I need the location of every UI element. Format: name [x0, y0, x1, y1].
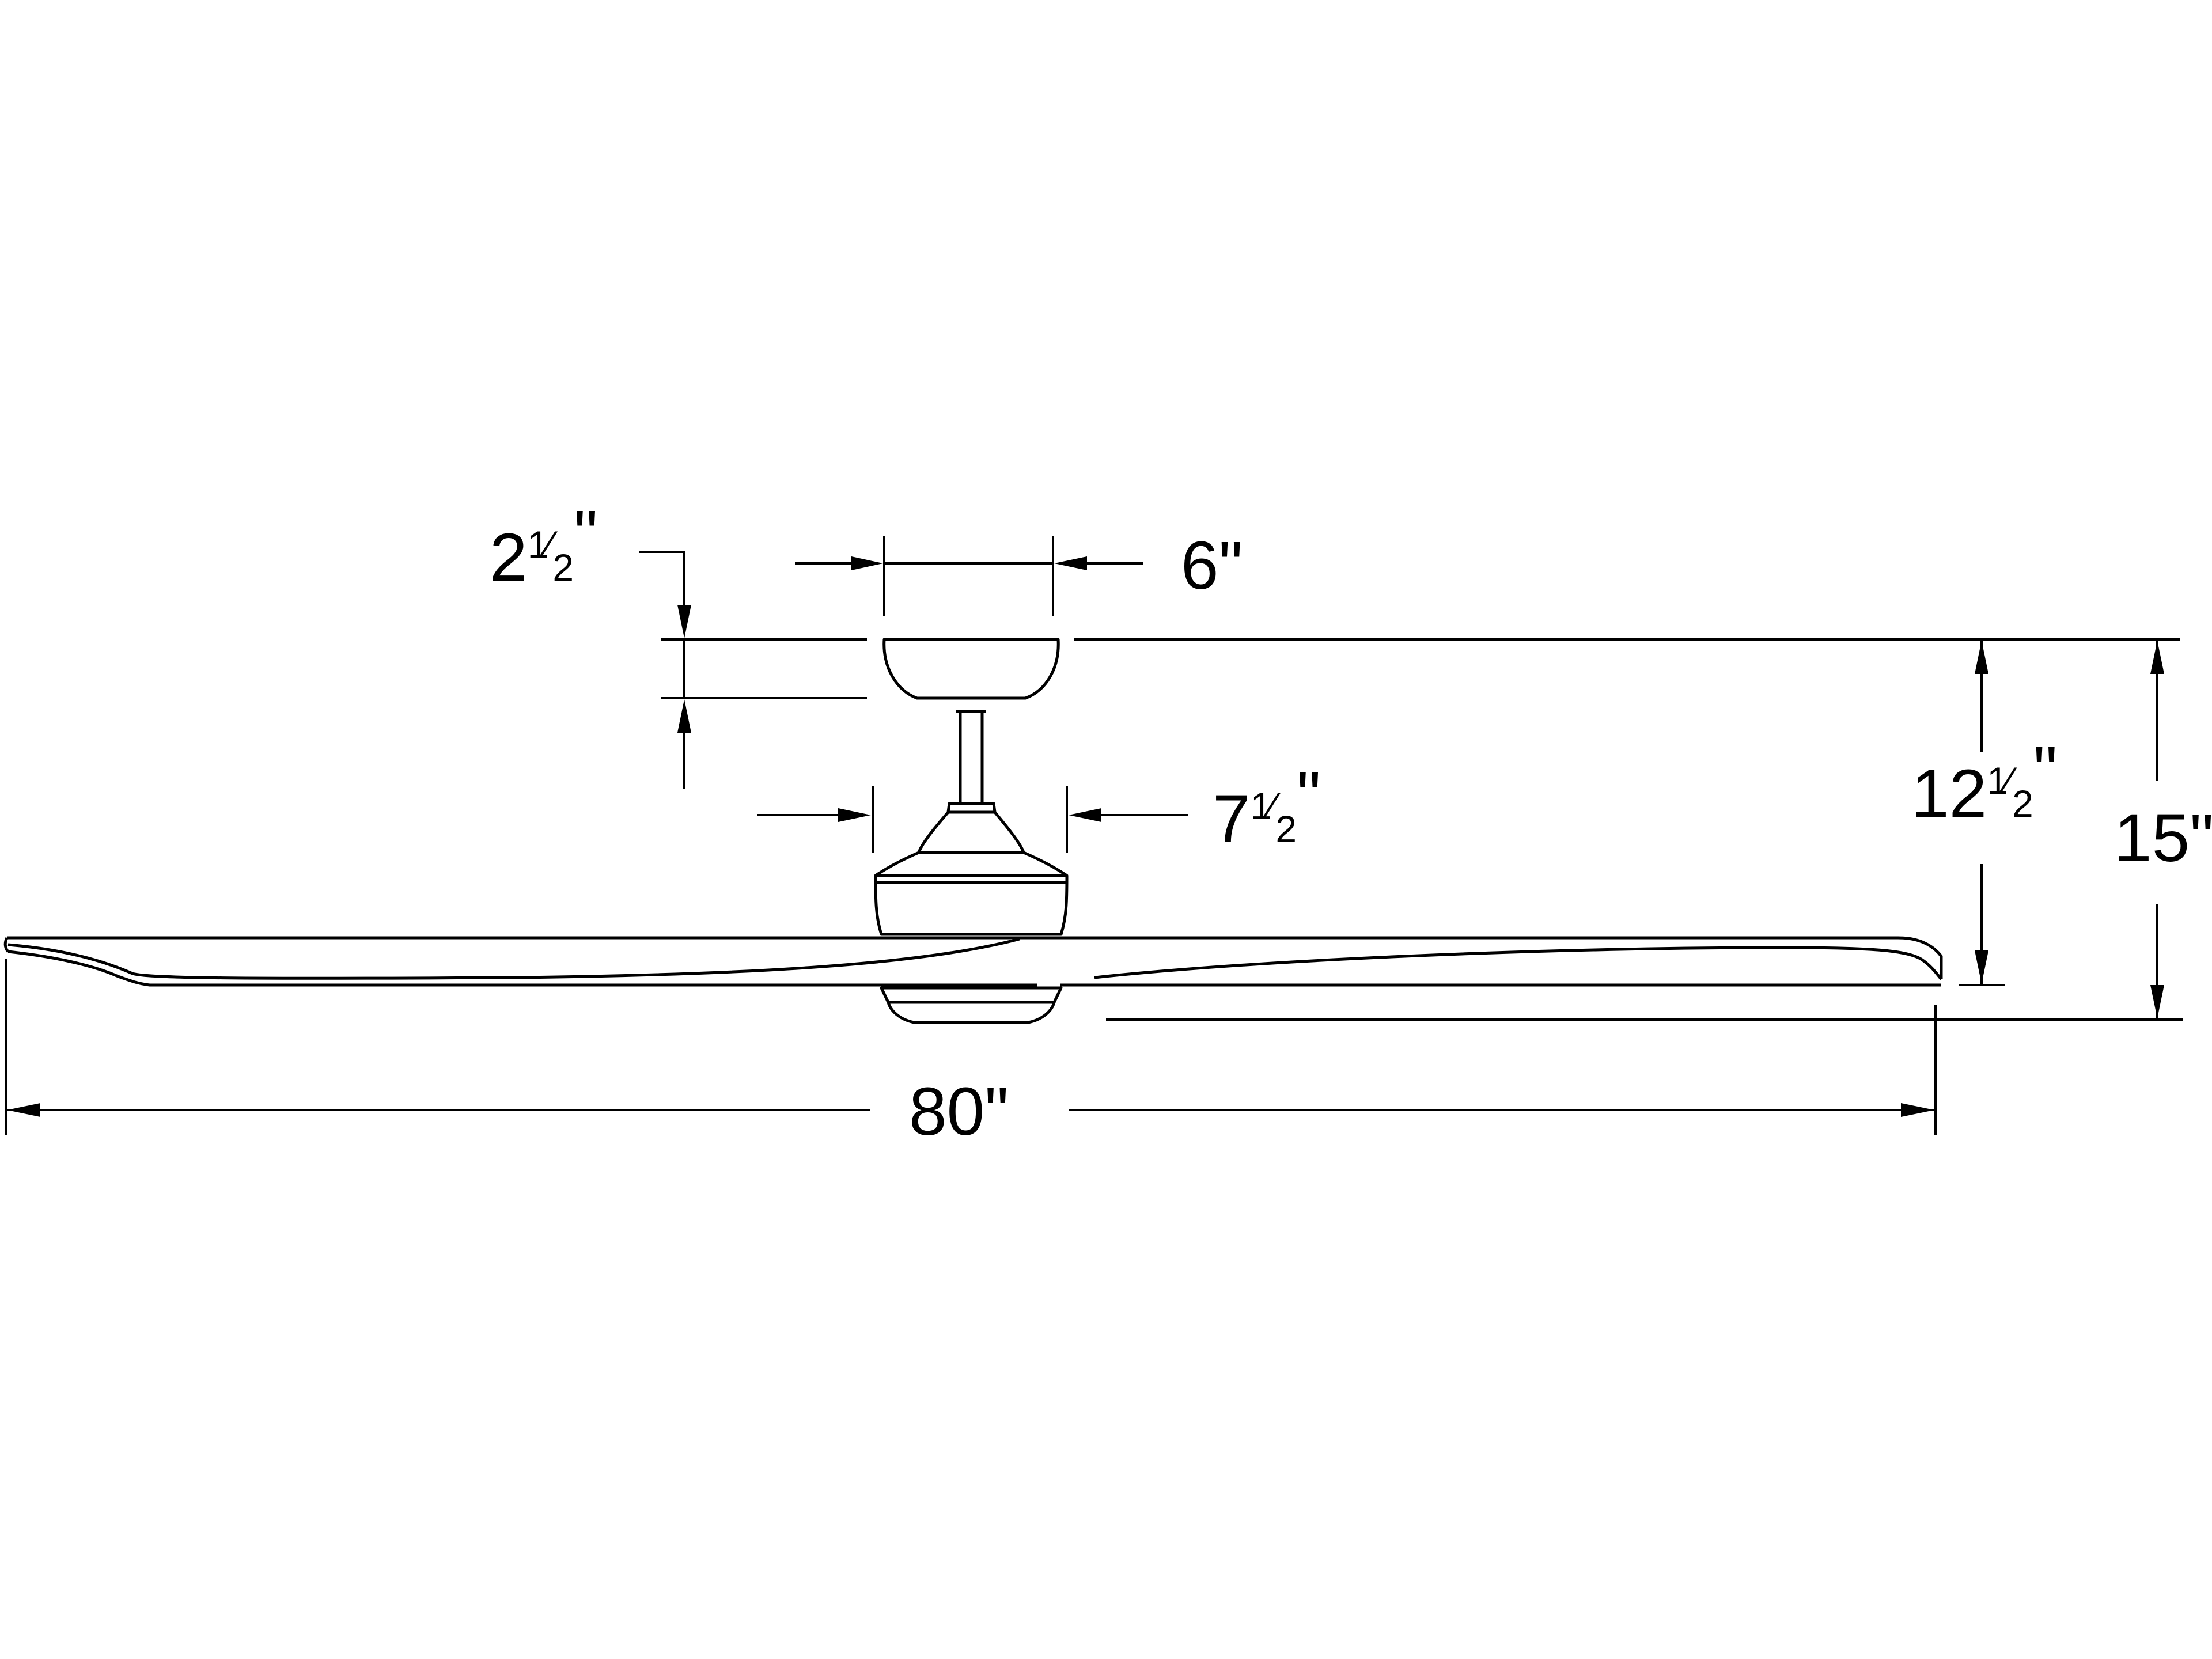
motor-width-label: 71⁄2" — [1213, 758, 1321, 857]
dimension-lines — [5, 536, 2183, 1135]
canopy-width-label: 6" — [1181, 528, 1243, 604]
canopy-height-dimension — [639, 551, 867, 789]
height-to-blade-label: 121⁄2" — [1911, 733, 2058, 832]
blade-span-label: 80" — [909, 1074, 1009, 1150]
canopy-height-label: 21⁄2" — [490, 497, 598, 596]
blade-span-dimension — [5, 959, 1937, 1135]
overall-height-dimension — [1106, 641, 2183, 1021]
height-to-blade-dimension — [1959, 641, 2005, 986]
motor-housing — [874, 802, 1069, 936]
downrod — [953, 696, 990, 804]
light-kit — [880, 986, 1063, 1024]
canopy — [882, 638, 1060, 700]
fan-blades — [3, 936, 1943, 987]
motor-width-dimension — [757, 786, 1188, 853]
dimension-labels: 21⁄2" 6" 71⁄2" 121⁄2" 15" 80" — [490, 497, 2212, 1150]
overall-height-label: 15" — [2114, 800, 2212, 876]
fan-drawing — [3, 638, 1943, 1024]
canopy-width-dimension — [795, 536, 1143, 616]
